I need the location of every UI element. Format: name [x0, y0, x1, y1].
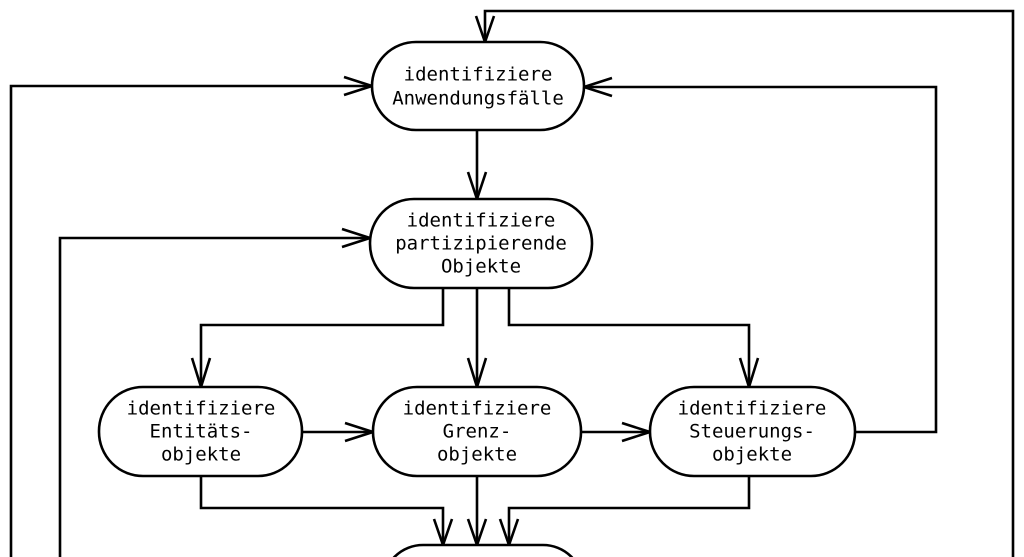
edge-steuerungsobjekte-to-bottom — [507, 475, 751, 543]
node-anwendungsfaelle-line-2: Anwendungsfälle — [392, 88, 564, 110]
node-identifiziere-anwendungsfaelle[interactable]: identifiziere Anwendungsfälle — [370, 40, 586, 132]
node-bottom-clipped[interactable] — [383, 543, 583, 557]
node-entitaetsobjekte-shape — [97, 385, 304, 478]
edge-steuerungsobjekte-return-to-anwendungsfaelle — [586, 85, 938, 434]
node-partizipierende-line-1: identifiziere — [407, 210, 556, 232]
node-anwendungsfaelle-shape — [370, 40, 586, 132]
node-partizipierende-line-3: Objekte — [441, 256, 521, 278]
edge-partizipierende-to-steuerungsobjekte — [507, 286, 751, 385]
node-entitaetsobjekte-line-1: identifiziere — [127, 398, 276, 420]
edge-top-return-to-anwendungsfaelle — [483, 9, 1015, 557]
edge-layer — [9, 9, 1015, 557]
node-identifiziere-partizipierende-objekte[interactable]: identifiziere partizipierende Objekte — [368, 197, 594, 290]
node-grenzobjekte-line-2: Grenz- — [443, 421, 512, 443]
edge-left-inner-return-to-partizipierende — [58, 236, 368, 557]
edge-entitaetsobjekte-to-bottom — [199, 475, 445, 543]
node-entitaetsobjekte-line-2: Entitäts- — [150, 421, 253, 443]
node-grenzobjekte-shape — [371, 385, 583, 478]
node-steuerungsobjekte-line-1: identifiziere — [678, 398, 827, 420]
node-steuerungsobjekte-line-3: objekte — [712, 444, 792, 466]
node-anwendungsfaelle-line-1: identifiziere — [404, 64, 553, 86]
node-bottom-clipped-shape — [392, 543, 574, 557]
node-grenzobjekte-line-3: objekte — [437, 444, 517, 466]
node-entitaetsobjekte-line-3: objekte — [161, 444, 241, 466]
node-identifiziere-steuerungsobjekte[interactable]: identifiziere Steuerungs- objekte — [648, 385, 857, 478]
node-steuerungsobjekte-shape — [648, 385, 857, 478]
edge-left-outer-return-to-anwendungsfaelle — [9, 84, 370, 557]
node-identifiziere-grenzobjekte[interactable]: identifiziere Grenz- objekte — [371, 385, 583, 478]
node-layer: identifiziere Anwendungsfälle identifizi… — [97, 40, 857, 557]
node-identifiziere-entitaetsobjekte[interactable]: identifiziere Entitäts- objekte — [97, 385, 304, 478]
node-grenzobjekte-line-1: identifiziere — [403, 398, 552, 420]
node-partizipierende-shape — [368, 197, 594, 290]
node-steuerungsobjekte-line-2: Steuerungs- — [689, 421, 815, 443]
node-partizipierende-line-2: partizipierende — [395, 233, 567, 255]
edge-partizipierende-to-entitaetsobjekte — [199, 286, 445, 385]
